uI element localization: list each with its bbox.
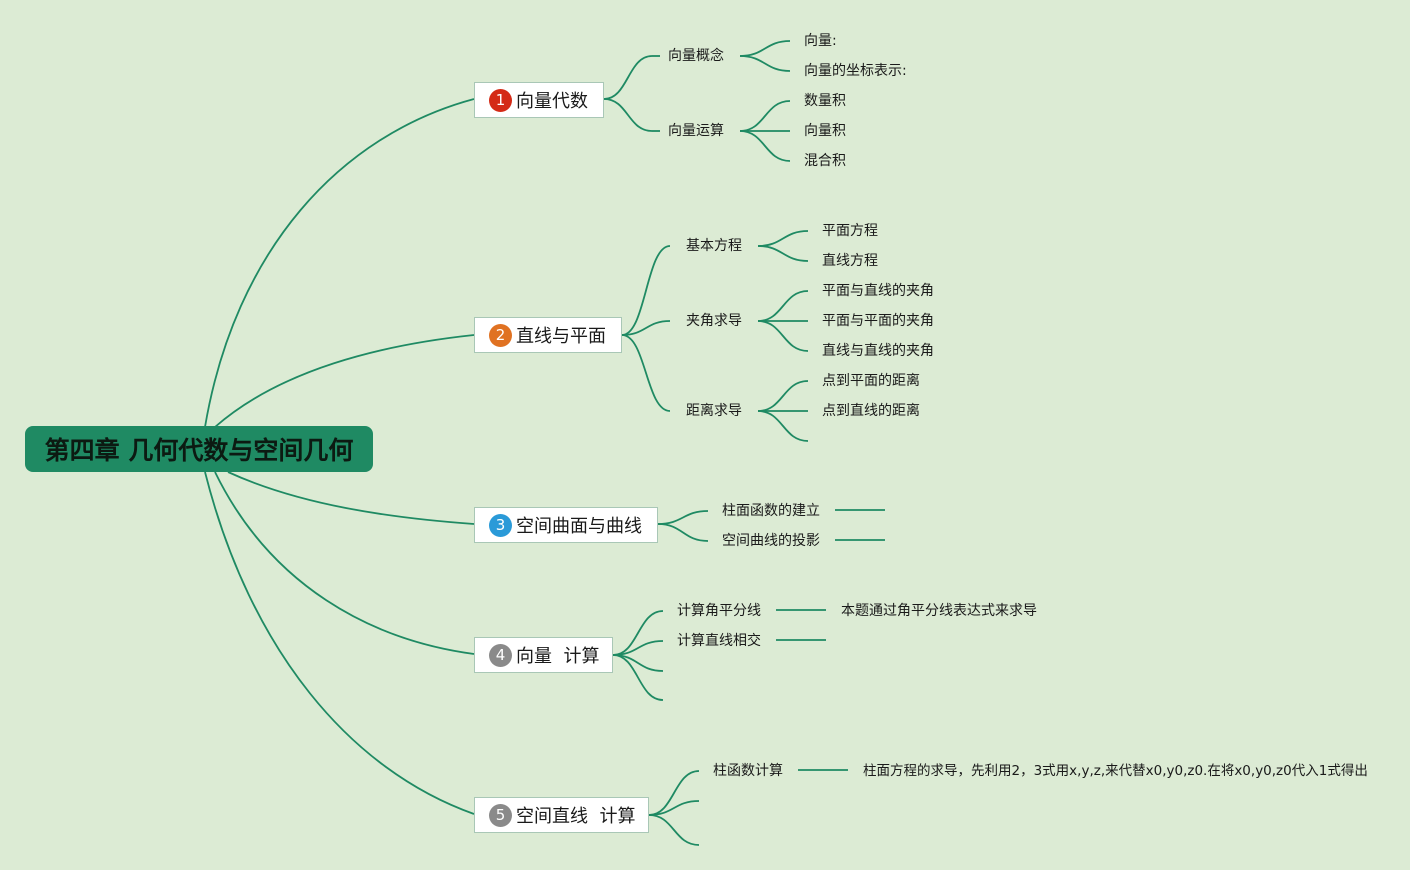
link-b1-t1 bbox=[603, 55, 653, 100]
leaf-vector[interactable]: 向量: bbox=[804, 33, 837, 49]
number-badge-4: 4 bbox=[489, 643, 512, 667]
branch-label: 直线与平面 bbox=[516, 326, 606, 347]
topic-line-intersection[interactable]: 计算直线相交 bbox=[677, 633, 761, 649]
leaf-dot-product[interactable]: 数量积 bbox=[804, 93, 846, 109]
topic-basic-equations[interactable]: 基本方程 bbox=[686, 238, 742, 254]
link-b1-t2-l1 bbox=[739, 100, 791, 132]
number-badge-2: 2 bbox=[489, 323, 512, 347]
branch-label: 向量 计算 bbox=[516, 646, 600, 667]
number-badge-1: 1 bbox=[489, 88, 512, 112]
branch-label: 空间曲面与曲线 bbox=[516, 516, 642, 537]
leaf-cross-product[interactable]: 向量积 bbox=[804, 123, 846, 139]
leaf-mixed-product[interactable]: 混合积 bbox=[804, 153, 846, 169]
link-b4-t4 bbox=[612, 654, 664, 701]
leaf-line-line-angle[interactable]: 直线与直线的夹角 bbox=[822, 343, 934, 359]
leaf-point-plane-distance[interactable]: 点到平面的距离 bbox=[822, 373, 920, 389]
branch-line-and-plane[interactable]: 2 直线与平面 bbox=[474, 317, 622, 353]
root-link-4 bbox=[214, 471, 475, 655]
link-b1-t1-l2 bbox=[739, 55, 791, 72]
link-b2-t1-l2 bbox=[757, 245, 809, 262]
topic-cylinder-function[interactable]: 柱面函数的建立 bbox=[722, 503, 820, 519]
link-b5-t2 bbox=[648, 800, 700, 816]
topic-distance[interactable]: 距离求导 bbox=[686, 403, 742, 419]
topic-vector-operations[interactable]: 向量运算 bbox=[668, 123, 724, 139]
number-badge-5: 5 bbox=[489, 803, 512, 827]
topic-curve-projection[interactable]: 空间曲线的投影 bbox=[722, 533, 820, 549]
leaf-bisector-note[interactable]: 本题通过角平分线表达式来求导 bbox=[841, 603, 1037, 619]
link-b1-t1-l1 bbox=[739, 40, 791, 57]
leaf-line-equation[interactable]: 直线方程 bbox=[822, 253, 878, 269]
link-b3-t2 bbox=[657, 523, 709, 542]
leaf-point-line-distance[interactable]: 点到直线的距离 bbox=[822, 403, 920, 419]
branch-label: 空间直线 计算 bbox=[516, 806, 636, 827]
link-b2-t2-l3 bbox=[757, 320, 809, 352]
topic-angle-bisector[interactable]: 计算角平分线 bbox=[677, 603, 761, 619]
link-b2-t1 bbox=[621, 245, 671, 336]
link-b2-t2 bbox=[621, 320, 671, 336]
link-b5-t3 bbox=[648, 814, 700, 846]
link-b2-t3 bbox=[621, 334, 671, 412]
number-badge-3: 3 bbox=[489, 513, 512, 537]
topic-angle[interactable]: 夹角求导 bbox=[686, 313, 742, 329]
link-b2-t2-l1 bbox=[757, 290, 809, 322]
root-link-3 bbox=[227, 471, 475, 525]
link-b2-t3-l3 bbox=[757, 410, 809, 442]
root-link-1 bbox=[204, 98, 475, 428]
link-b2-t1-l1 bbox=[757, 230, 809, 247]
link-b2-t3-l1 bbox=[757, 380, 809, 412]
root-topic[interactable]: 第四章 几何代数与空间几何 bbox=[25, 426, 373, 472]
link-b3-t1 bbox=[657, 510, 709, 525]
link-b1-t2 bbox=[603, 98, 653, 132]
link-b1-t2-l3 bbox=[739, 130, 791, 162]
branch-vector-algebra[interactable]: 1 向量代数 bbox=[474, 82, 604, 118]
root-link-5 bbox=[204, 471, 475, 815]
branch-spatial-line-computation[interactable]: 5 空间直线 计算 bbox=[474, 797, 649, 833]
branch-label: 向量代数 bbox=[516, 91, 588, 112]
topic-cylinder-computation[interactable]: 柱函数计算 bbox=[713, 763, 783, 779]
leaf-cylinder-derivation[interactable]: 柱面方程的求导，先利用2，3式用x,y,z,来代替x0,y0,z0.在将x0,y… bbox=[863, 763, 1368, 779]
root-link-2 bbox=[214, 334, 475, 428]
topic-vector-concept[interactable]: 向量概念 bbox=[668, 48, 724, 64]
leaf-plane-equation[interactable]: 平面方程 bbox=[822, 223, 878, 239]
branch-surfaces-and-curves[interactable]: 3 空间曲面与曲线 bbox=[474, 507, 658, 543]
leaf-vector-coordinates[interactable]: 向量的坐标表示: bbox=[804, 63, 907, 79]
branch-vector-computation[interactable]: 4 向量 计算 bbox=[474, 637, 613, 673]
leaf-plane-line-angle[interactable]: 平面与直线的夹角 bbox=[822, 283, 934, 299]
leaf-plane-plane-angle[interactable]: 平面与平面的夹角 bbox=[822, 313, 934, 329]
